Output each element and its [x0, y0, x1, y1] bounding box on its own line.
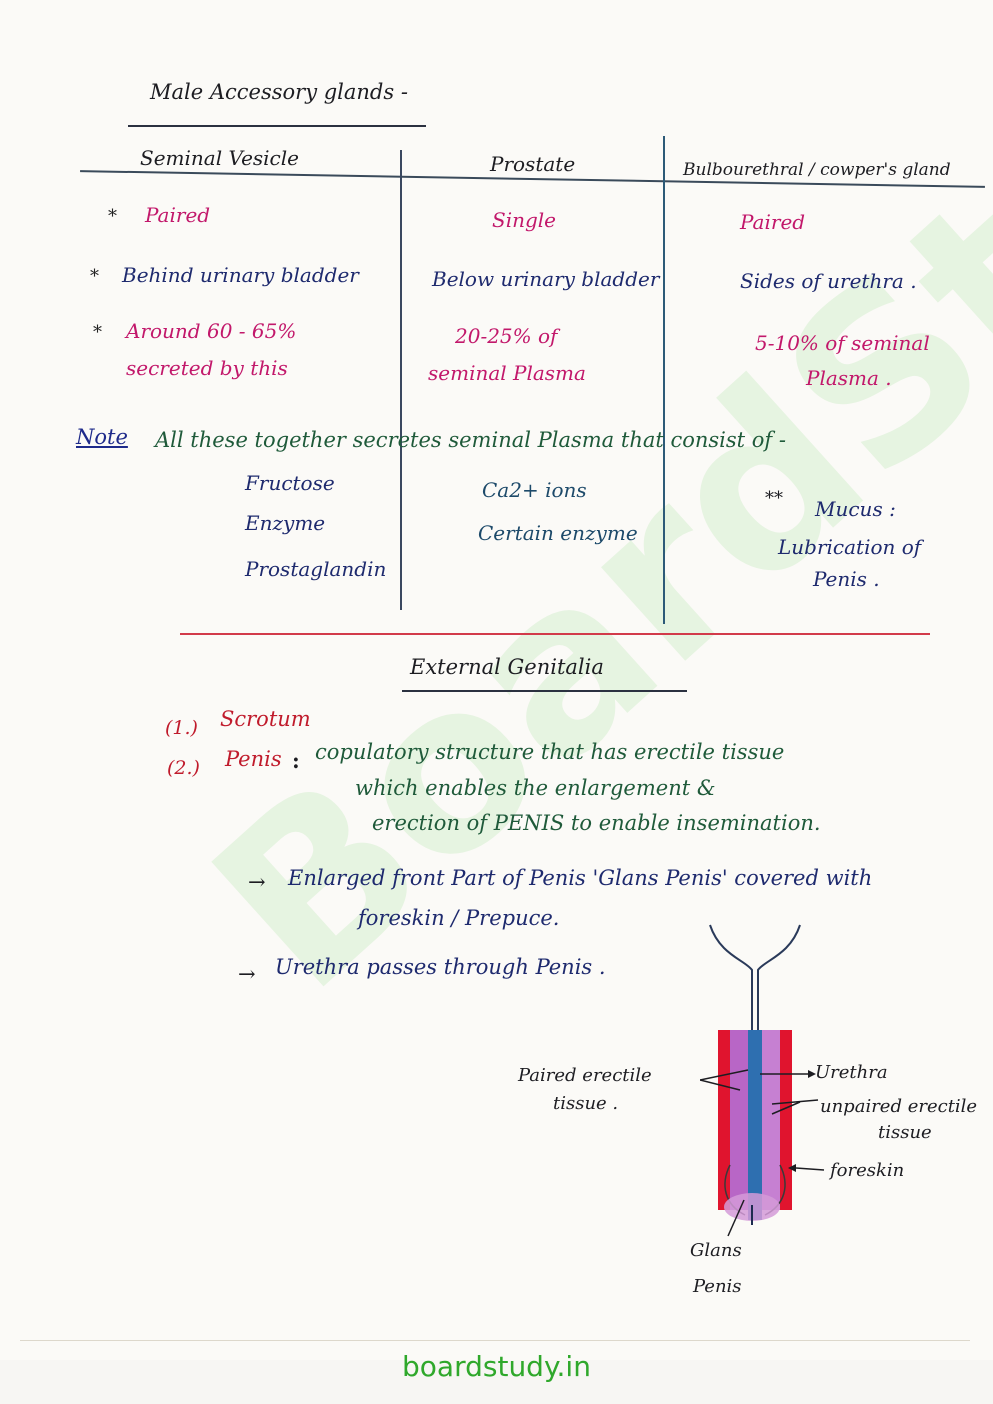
label-urethra: Urethra	[815, 1062, 888, 1083]
section-title-underline	[402, 690, 687, 692]
label-paired-erectile-2: tissue .	[553, 1093, 619, 1114]
arrowhead	[788, 1164, 796, 1172]
cell-bulbo-paired: Paired	[740, 210, 806, 234]
note-text: All these together secretes seminal Plas…	[155, 428, 786, 452]
penis-desc-line: erection of PENIS to enable insemination…	[372, 811, 821, 835]
urethra-outline-right	[757, 924, 801, 1030]
erectile-tissue-right-inner	[762, 1030, 780, 1210]
footer-site[interactable]: boardstudy.in	[402, 1350, 591, 1383]
penis-desc-line: copulatory structure that has erectile t…	[315, 740, 785, 764]
column-divider-2	[663, 136, 665, 624]
erectile-tissue-left-inner	[730, 1030, 748, 1210]
label-glans-penis: Penis	[693, 1276, 742, 1297]
arrow-icon: →	[238, 962, 256, 986]
cell-prostate-percent-line1: 20-25% of	[455, 324, 558, 348]
header-bulbourethral: Bulbourethral / cowper's gland	[683, 160, 951, 180]
penis-desc-line: which enables the enlargement &	[355, 776, 716, 800]
note-stars: **	[765, 488, 783, 509]
arrowhead	[808, 1070, 816, 1078]
item-scrotum: Scrotum	[220, 707, 311, 731]
cell-sv-location: Behind urinary bladder	[122, 263, 359, 287]
note-item: Lubrication of	[778, 535, 922, 559]
header-seminal-vesicle: Seminal Vesicle	[140, 146, 299, 170]
pointer-line	[771, 1101, 801, 1115]
cell-sv-percent-line2: secreted by this	[126, 356, 288, 380]
cell-bulbo-percent-line2: Plasma .	[806, 366, 892, 390]
label-glans: Glans	[690, 1240, 742, 1261]
label-unpaired-erectile: unpaired erectile	[820, 1096, 978, 1117]
page-title: Male Accessory glands -	[150, 80, 408, 104]
arrow-icon: →	[248, 870, 266, 894]
section-separator	[180, 633, 930, 635]
page-edge	[20, 1340, 970, 1341]
cell-prostate-single: Single	[492, 208, 557, 232]
note-item: Certain enzyme	[478, 521, 638, 545]
bullet: *	[90, 266, 99, 287]
urethra-outline-left	[709, 924, 753, 1030]
cell-prostate-percent-line2: seminal Plasma	[428, 361, 586, 385]
cell-sv-paired: Paired	[145, 203, 211, 227]
pointer-line	[700, 1079, 741, 1091]
note-item: Ca2+ ions	[482, 478, 587, 502]
bullet: *	[93, 322, 102, 343]
pointer-line	[795, 1167, 825, 1171]
item-penis: Penis	[225, 747, 282, 771]
column-divider-1	[400, 150, 402, 610]
note-label: Note	[76, 425, 128, 449]
label-foreskin: foreskin	[830, 1160, 905, 1181]
point-line: Urethra passes through Penis .	[275, 955, 606, 979]
label-unpaired-erectile-2: tissue	[878, 1122, 932, 1143]
note-item: Prostaglandin	[245, 557, 387, 581]
note-item: Penis .	[813, 567, 880, 591]
note-item: Enzyme	[245, 511, 326, 535]
label-paired-erectile: Paired erectile	[518, 1065, 652, 1086]
list-number: (1.)	[165, 717, 198, 739]
note-item: Mucus :	[815, 497, 896, 521]
diagram-pointers	[700, 1069, 825, 1237]
point-line: foreskin / Prepuce.	[358, 906, 560, 930]
pointer-line	[700, 1069, 749, 1081]
pointer-line	[727, 1199, 745, 1237]
erectile-tissue-right	[780, 1030, 792, 1210]
cell-bulbo-percent-line1: 5-10% of seminal	[755, 331, 930, 355]
title-underline	[128, 125, 426, 127]
point-line: Enlarged front Part of Penis 'Glans Peni…	[288, 866, 873, 890]
cell-bulbo-location: Sides of urethra .	[740, 269, 917, 293]
pointer-line	[771, 1099, 819, 1105]
cell-sv-percent-line1: Around 60 - 65%	[126, 319, 297, 343]
notes-page: BoardStudy Male Accessory glands - Semin…	[20, 0, 993, 1341]
urethra	[748, 1030, 762, 1220]
header-prostate: Prostate	[490, 152, 576, 176]
list-number: (2.)	[167, 757, 200, 779]
item-separator: :	[292, 748, 300, 773]
cell-prostate-location: Below urinary bladder	[432, 267, 660, 291]
bullet: *	[108, 206, 117, 227]
section-title: External Genitalia	[410, 655, 604, 679]
note-item: Fructose	[245, 471, 335, 495]
